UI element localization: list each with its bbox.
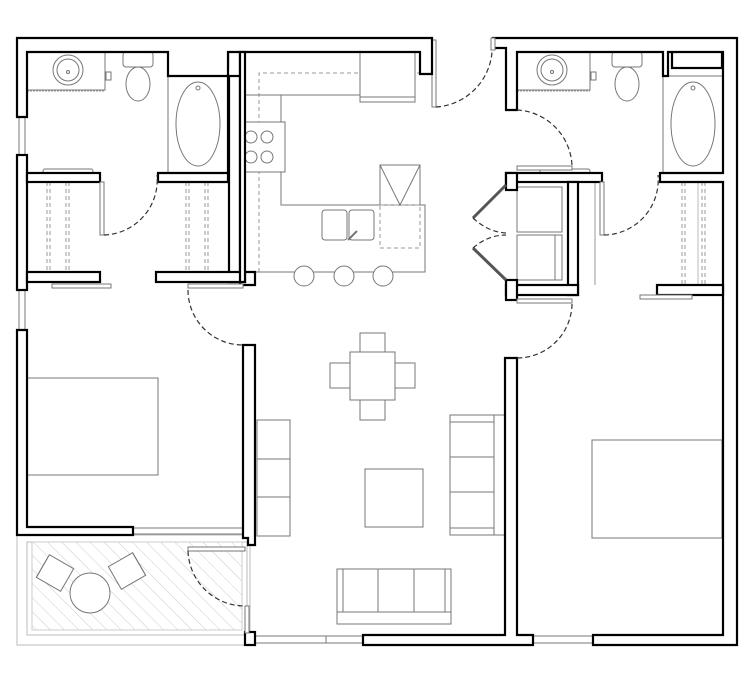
sofa-icon: [449, 414, 506, 536]
doors: [51, 37, 693, 634]
patio-chair-icon: [35, 554, 75, 592]
linen-shelf: [670, 49, 724, 70]
toilet-icon: [611, 51, 643, 102]
patio-table-icon: [69, 572, 111, 614]
sofa-icon: [256, 419, 291, 537]
patio-chair-icon: [107, 552, 147, 590]
dishwasher-triangle: [379, 164, 421, 207]
kitchen: [239, 51, 426, 287]
bar-stool-icon: [333, 265, 355, 287]
washer-icon: [516, 186, 563, 233]
bar-stool-icon: [372, 265, 394, 287]
closet-rods: [46, 182, 706, 285]
bed-icon: [26, 377, 159, 476]
bathtub-icon: [662, 75, 724, 174]
walls: [15, 36, 739, 647]
sofa-icon: [336, 568, 452, 625]
toilet-icon: [122, 51, 154, 102]
sink-icon: [52, 54, 84, 86]
bed-icon: [591, 439, 723, 539]
dining-table-icon: [329, 332, 416, 421]
coffee-table-icon: [364, 468, 424, 528]
right-bathroom: [517, 49, 724, 174]
bathtub-icon: [167, 75, 229, 174]
balcony: [16, 534, 251, 646]
sink-icon: [536, 54, 568, 86]
range-icon: [239, 121, 286, 173]
sink-icon: [321, 209, 375, 241]
laundry: [516, 182, 596, 285]
bar-stool-icon: [293, 265, 315, 287]
dishwasher-icon: [379, 204, 421, 249]
refrigerator-icon: [359, 51, 416, 103]
